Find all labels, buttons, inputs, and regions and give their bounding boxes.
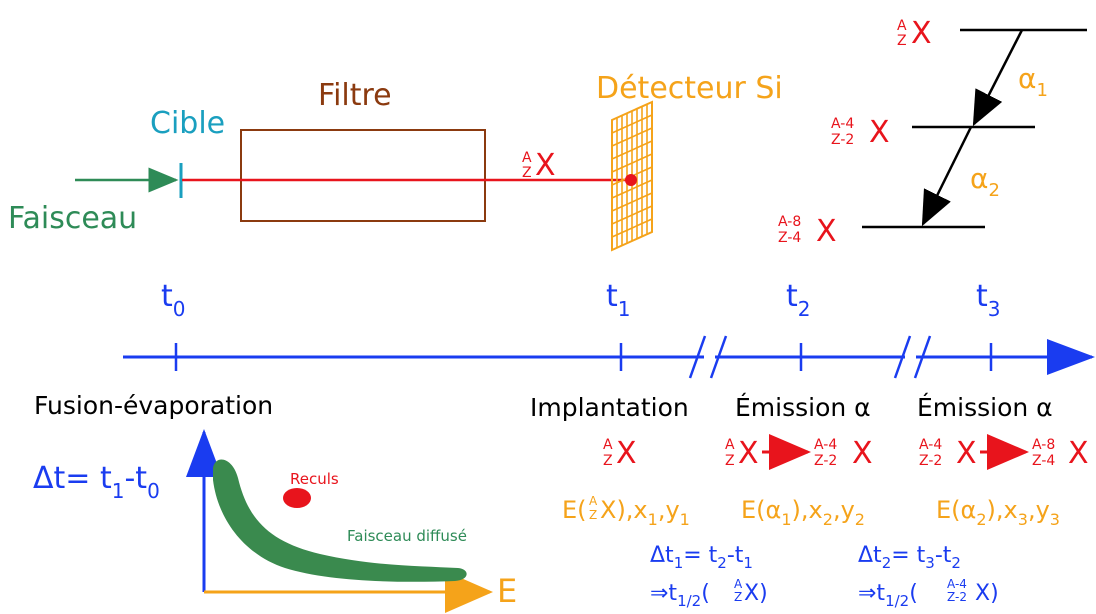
level2-symbol: X — [816, 214, 837, 249]
implant-dot — [625, 174, 637, 186]
delta1-line2: ⇒t1/2( — [650, 581, 710, 610]
r1-right-symbol: X — [852, 436, 873, 471]
level1-symbol: X — [869, 115, 890, 150]
level2-Z: Z-4 — [778, 230, 801, 246]
stage-emission-2: Émission α — [917, 393, 1053, 422]
energy-0-A: A — [589, 494, 598, 508]
beam-nucleus-symbol: X — [535, 148, 556, 183]
beam-nucleus-Z: Z — [522, 165, 532, 181]
delta1-A: A — [734, 577, 743, 591]
level0-Z: Z — [897, 33, 907, 49]
energy-1: E(α1),x2,y2 — [741, 496, 865, 529]
level0-symbol: X — [911, 16, 932, 51]
si-detector-grid — [611, 100, 653, 252]
plot-x-label: E — [497, 572, 517, 610]
r1-left-Z: Z — [725, 453, 735, 469]
faisceau-label: Faisceau — [8, 201, 137, 236]
timeline-break-1a — [688, 335, 707, 379]
r2-left-A: A-4 — [919, 437, 942, 453]
recoils-blob — [283, 488, 311, 508]
stage-emission-1: Émission α — [735, 393, 871, 422]
r1-left-A: A — [725, 437, 735, 453]
t0-label: t0 — [161, 279, 186, 321]
filter-box — [240, 129, 486, 222]
energy-0-Z: Z — [589, 508, 597, 522]
r1-left-symbol: X — [738, 436, 759, 471]
beam-nucleus-A: A — [522, 150, 532, 166]
t2-label: t2 — [786, 279, 811, 321]
delta2-Z: Z-2 — [947, 590, 967, 604]
timeline-break-2a — [893, 335, 912, 379]
r0-A: A — [603, 437, 613, 453]
level1-Z: Z-2 — [831, 132, 854, 148]
energy-2: E(α2),x3,y3 — [936, 496, 1060, 529]
r2-left-symbol: X — [956, 436, 977, 471]
r0-symbol: X — [616, 436, 637, 471]
delta-t-label: Δt= t1-t0 — [33, 461, 160, 503]
diffused-beam-blob — [213, 459, 467, 582]
delta2-A: A-4 — [947, 577, 967, 591]
cible-label: Cible — [150, 106, 225, 141]
r0-Z: Z — [603, 453, 613, 469]
level1-A: A-4 — [831, 116, 854, 132]
stage-fusion: Fusion-évaporation — [34, 391, 273, 420]
alpha2-label: α2 — [970, 162, 1000, 201]
delta2-sym: X) — [975, 581, 999, 606]
level2-A: A-8 — [778, 214, 801, 230]
r1-right-A: A-4 — [814, 437, 837, 453]
level0-A: A — [897, 18, 907, 34]
t1-label: t1 — [606, 279, 631, 321]
delta1-line1: Δt1= t2-t1 — [650, 543, 753, 572]
r2-right-A: A-8 — [1032, 437, 1055, 453]
filtre-label: Filtre — [318, 78, 392, 113]
alpha1-label: α1 — [1018, 62, 1048, 101]
delta1-Z: Z — [734, 590, 742, 604]
delta2-line1: Δt2= t3-t2 — [858, 543, 961, 572]
energy-0: E( A Z X),x1,y1 — [562, 494, 690, 529]
t3-label: t3 — [976, 279, 1001, 321]
timeline-break-1b — [709, 335, 728, 379]
r1-right-Z: Z-2 — [814, 453, 837, 469]
delta1-sym: X) — [744, 581, 768, 606]
alpha2-arrow — [921, 126, 973, 227]
detecteur-label: Détecteur Si — [596, 71, 783, 106]
energy-0-values: X),x1,y1 — [600, 496, 690, 529]
timeline-break-2b — [913, 335, 932, 379]
stage-implantation: Implantation — [530, 393, 689, 422]
energy-0-prefix: E( — [562, 496, 587, 524]
r2-right-symbol: X — [1068, 436, 1089, 471]
faisceau-diffuse-label: Faisceau diffusé — [347, 527, 467, 545]
r2-right-Z: Z-4 — [1032, 453, 1055, 469]
delta2-line2: ⇒t1/2( — [858, 581, 918, 610]
r2-left-Z: Z-2 — [919, 453, 942, 469]
reculs-label: Reculs — [290, 470, 339, 488]
alpha1-arrow — [972, 29, 1024, 127]
